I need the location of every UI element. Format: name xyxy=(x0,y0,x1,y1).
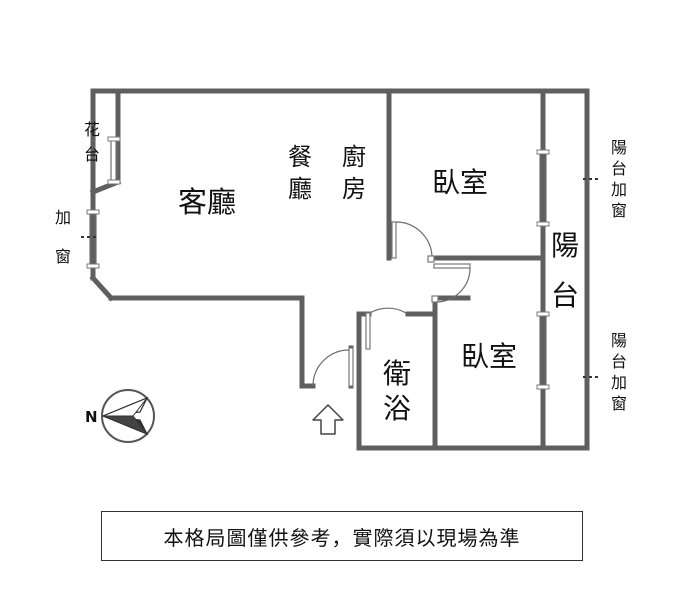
door-entrance xyxy=(312,347,354,387)
balcony-added-window-label-upper: 陽 台 加 窗 xyxy=(611,138,627,220)
svg-text:台: 台 xyxy=(611,352,627,371)
room-planter-label: 花 台 xyxy=(84,120,100,164)
added-window-label: 加 窗 xyxy=(55,208,71,266)
compass-north-label: N xyxy=(85,408,98,426)
room-dining-label: 餐 廳 xyxy=(288,143,312,203)
door-bedroom-1 xyxy=(391,221,435,263)
room-living-label: 客廳 xyxy=(178,185,236,219)
svg-text:加: 加 xyxy=(611,180,627,199)
svg-text:花: 花 xyxy=(84,120,100,139)
svg-text:房: 房 xyxy=(342,175,366,203)
room-kitchen-label: 廚 房 xyxy=(342,143,366,203)
disclaimer: 本格局圖僅供參考，實際須以現場為準 xyxy=(101,511,583,561)
svg-text:廳: 廳 xyxy=(288,175,312,203)
svg-text:台: 台 xyxy=(551,279,579,312)
svg-text:陽: 陽 xyxy=(611,138,627,157)
walls xyxy=(89,88,590,451)
svg-text:窗: 窗 xyxy=(611,201,627,220)
disclaimer-text: 本格局圖僅供參考，實際須以現場為準 xyxy=(163,525,521,550)
room-bedroom-1-label: 臥室 xyxy=(432,166,488,199)
room-balcony-label: 陽 台 xyxy=(551,229,579,312)
svg-text:餐: 餐 xyxy=(288,143,312,171)
balcony-added-window-label-lower: 陽 台 加 窗 xyxy=(611,331,627,413)
room-bedroom-2-label: 臥室 xyxy=(461,340,517,373)
svg-text:台: 台 xyxy=(611,159,627,178)
compass-icon: N xyxy=(85,389,155,443)
svg-text:陽: 陽 xyxy=(611,331,627,350)
doors xyxy=(312,221,471,387)
door-bedroom-2 xyxy=(431,263,471,303)
door-bathroom xyxy=(365,307,407,350)
room-labels: 客廳 餐 廳 廚 房 臥室 臥室 衛 浴 陽 台 花 台 xyxy=(84,120,579,425)
svg-text:加: 加 xyxy=(55,208,71,227)
svg-text:廚: 廚 xyxy=(342,143,366,171)
window-markers xyxy=(81,178,599,378)
svg-text:窗: 窗 xyxy=(611,394,627,413)
annotations: 加 窗 陽 台 加 窗 陽 台 加 窗 xyxy=(55,138,627,413)
room-bathroom-label: 衛 浴 xyxy=(383,357,411,425)
windows xyxy=(86,136,550,390)
svg-text:加: 加 xyxy=(611,373,627,392)
svg-text:衛: 衛 xyxy=(383,357,411,390)
svg-text:台: 台 xyxy=(84,145,100,164)
svg-text:窗: 窗 xyxy=(55,247,71,266)
svg-text:浴: 浴 xyxy=(383,392,411,425)
svg-text:陽: 陽 xyxy=(551,229,579,262)
up-arrow-icon xyxy=(312,404,344,435)
